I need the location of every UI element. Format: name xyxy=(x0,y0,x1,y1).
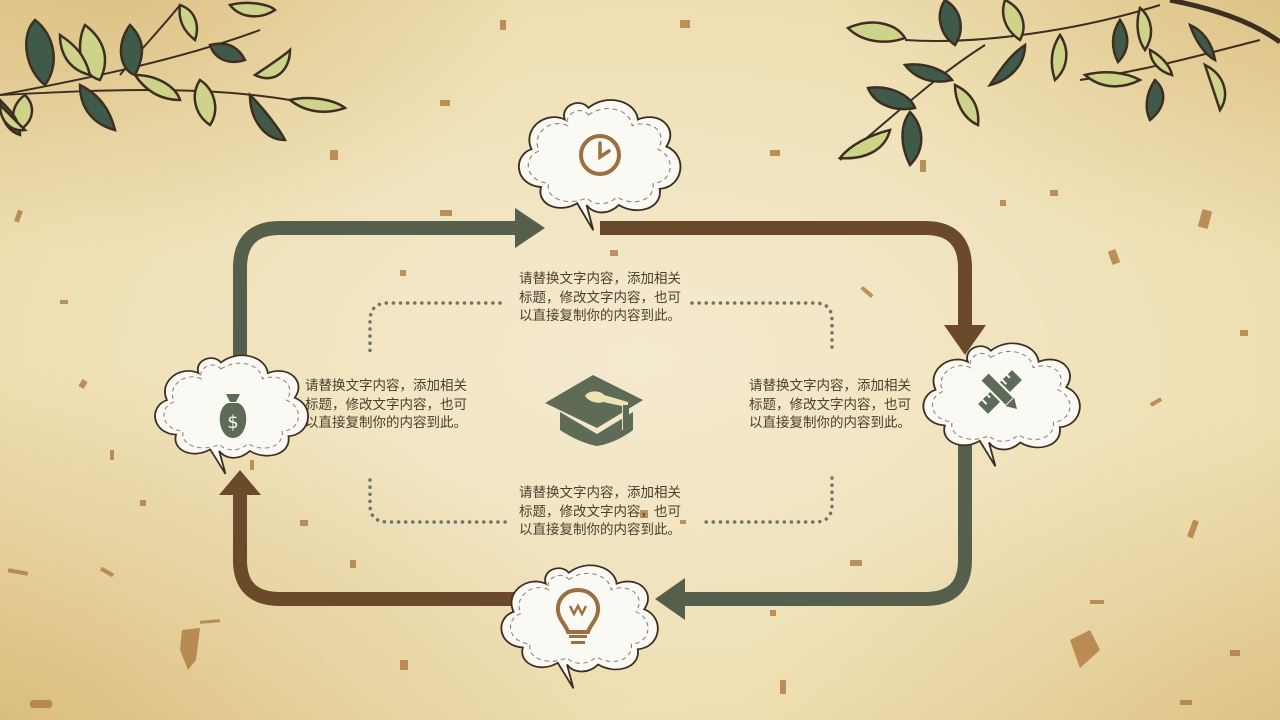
arrow-top-to-right xyxy=(600,221,972,330)
lightbulb-icon xyxy=(555,587,601,644)
text-block-top: 请替换文字内容，添加相关标题，修改文字内容，也可以直接复制你的内容到此。 xyxy=(519,271,681,324)
arrow-right-to-bottom xyxy=(680,440,972,606)
graduation-cap-icon xyxy=(545,375,643,446)
text-block-bottom: 请替换文字内容，添加相关标题，修改文字内容，也可以直接复制你的内容到此。 xyxy=(519,485,681,538)
arrow-bottom-to-left xyxy=(233,490,520,606)
svg-text:$: $ xyxy=(227,412,238,433)
money-bag-icon: $ xyxy=(219,394,247,438)
text-block-right: 请替换文字内容，添加相关标题，修改文字内容，也可以直接复制你的内容到此。 xyxy=(749,378,911,431)
arrow-left-to-top xyxy=(233,221,520,370)
clock-icon xyxy=(579,134,621,176)
pencil-ruler-icon xyxy=(978,370,1022,414)
text-block-left: 请替换文字内容，添加相关标题，修改文字内容，也可以直接复制你的内容到此。 xyxy=(305,378,467,431)
